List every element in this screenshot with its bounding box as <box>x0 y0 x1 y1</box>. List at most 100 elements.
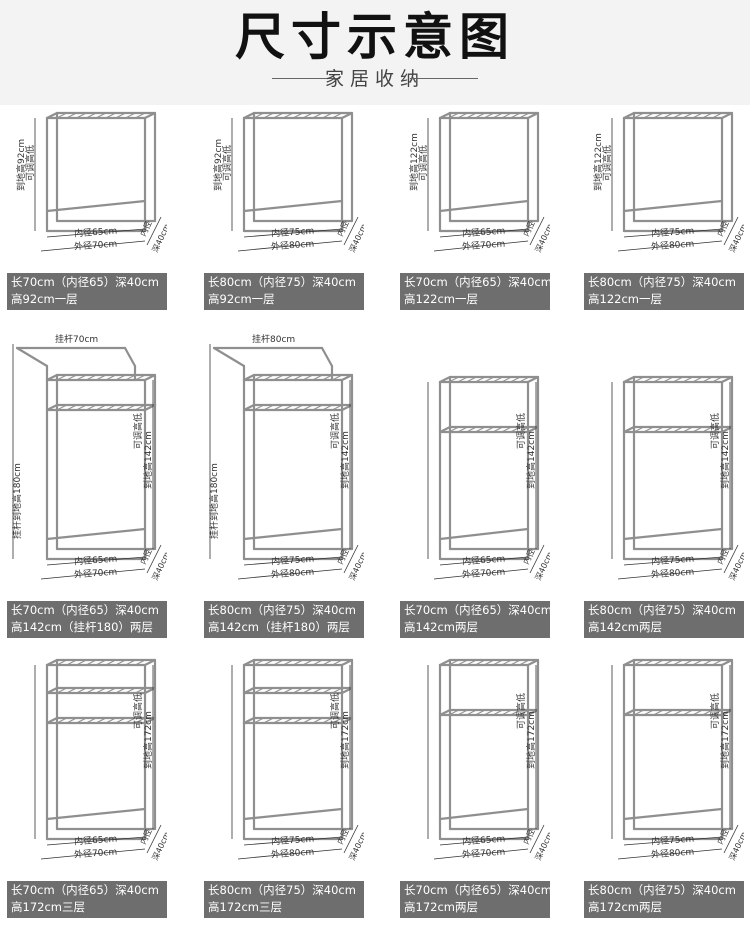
spec-size-line: 长80cm（内径75）深40cm <box>208 275 356 289</box>
height-label: 到地高172cm <box>525 711 537 769</box>
spec-size-line: 长70cm（内径65）深40cm <box>11 275 159 289</box>
shelf-frame <box>438 658 540 841</box>
adjustable-label: 可调高低 <box>709 693 721 729</box>
inner-width-label: 内径65cm <box>74 225 118 240</box>
outer-width-label: 外径70cm <box>462 238 506 253</box>
shelf-tier <box>438 425 540 434</box>
height-label: 到地高122cm <box>592 133 604 191</box>
dimension-lines <box>231 665 359 860</box>
outer-width-label: 外径70cm <box>74 846 118 861</box>
dimension-lines <box>12 344 162 580</box>
height-label: 到地高172cm <box>142 711 154 769</box>
spec-size-line: 长80cm（内径75）深40cm <box>208 603 356 617</box>
spec-size-line: 长80cm（内径75）深40cm <box>588 603 736 617</box>
shelf-tier <box>438 708 540 717</box>
dimension-lines <box>34 665 162 860</box>
shelf-frame <box>622 375 734 561</box>
adjustable-label: 可调高低 <box>329 693 341 729</box>
height-label: 到地高122cm <box>408 133 420 191</box>
adjustable-label: 可调高低 <box>417 145 429 181</box>
page-subtitle: 家居收纳 <box>324 68 425 90</box>
dimension-lines <box>209 344 359 580</box>
shelf-tier <box>622 375 734 384</box>
rail-height-label: 挂杆到地高180cm <box>208 463 220 539</box>
inner-width-label: 内径75cm <box>271 553 315 568</box>
spec-height-line: 高172cm两层 <box>404 900 478 914</box>
shelf-frame <box>212 346 354 561</box>
depth-label: 深40cm <box>534 222 550 254</box>
dimension-lines <box>427 665 545 860</box>
shelf-tier <box>438 658 540 667</box>
outer-width-label: 外径70cm <box>74 238 118 253</box>
spec-height-line: 高172cm三层 <box>11 900 85 914</box>
rail-length-label: 挂杆70cm <box>55 333 98 345</box>
shelf-frame <box>45 658 157 841</box>
height-label: 到地高92cm <box>212 139 224 191</box>
spec-size-line: 长70cm（内径65）深40cm <box>11 883 159 897</box>
outer-width-label: 外径80cm <box>271 238 315 253</box>
shelf-tier <box>242 111 354 120</box>
spec-height-line: 高142cm（挂杆180）两层 <box>208 620 350 634</box>
depth-label: 深40cm <box>728 830 744 862</box>
shelf-tier <box>45 111 157 120</box>
inner-width-label: 内径65cm <box>462 225 506 240</box>
shelf-tier <box>622 111 734 120</box>
spec-height-line: 高92cm一层 <box>208 292 275 306</box>
page-title: 尺寸示意图 <box>235 8 515 66</box>
shelf-tier <box>622 658 734 667</box>
outer-width-label: 外径80cm <box>271 846 315 861</box>
shelf-tier <box>45 373 157 382</box>
dimension-lines <box>611 382 739 580</box>
outer-width-label: 外径80cm <box>651 846 695 861</box>
spec-caption: 长70cm（内径65）深40cm 高172cm三层 <box>7 881 167 918</box>
outer-width-label: 外径70cm <box>74 566 118 581</box>
depth-label: 深40cm <box>348 550 364 582</box>
height-label: 到地高142cm <box>719 431 731 489</box>
shelf-frame <box>622 658 734 841</box>
shelf-frame <box>242 111 354 233</box>
spec-height-line: 高142cm（挂杆180）两层 <box>11 620 153 634</box>
adjustable-label: 可调高低 <box>132 413 144 449</box>
subtitle-row: 家居收纳 <box>0 66 750 92</box>
spec-size-line: 长70cm（内径65）深40cm <box>404 603 550 617</box>
shelf-tier <box>438 111 540 120</box>
depth-label: 深40cm <box>728 222 744 254</box>
shelf-diagram: 挂杆80cm挂杆到地高180cm可调高低到地高142cm内径75cm外径80cm… <box>208 333 364 582</box>
height-label: 到地高172cm <box>339 711 351 769</box>
outer-width-label: 外径70cm <box>462 566 506 581</box>
spec-caption: 长70cm（内径65）深40cm 高142cm两层 <box>400 601 550 638</box>
height-label: 到地高172cm <box>719 711 731 769</box>
hanging-rail <box>212 346 334 382</box>
hanging-rail <box>15 346 137 382</box>
subtitle-right-rule <box>410 78 478 79</box>
dimension-labels: 挂杆70cm挂杆到地高180cm可调高低到地高142cm内径65cm外径70cm… <box>11 333 167 582</box>
shelf-tier <box>45 658 157 667</box>
spec-height-line: 高122cm一层 <box>588 292 662 306</box>
header-banner: 尺寸示意图 家居收纳 <box>0 0 750 105</box>
adjustable-label: 可调高低 <box>709 413 721 449</box>
spec-height-line: 高142cm两层 <box>404 620 478 634</box>
inner-width-label: 内径75cm <box>271 833 315 848</box>
spec-height-line: 高92cm一层 <box>11 292 78 306</box>
height-label: 到地高142cm <box>525 431 537 489</box>
shelf-frame <box>438 111 540 233</box>
shelf-tier <box>242 658 354 667</box>
